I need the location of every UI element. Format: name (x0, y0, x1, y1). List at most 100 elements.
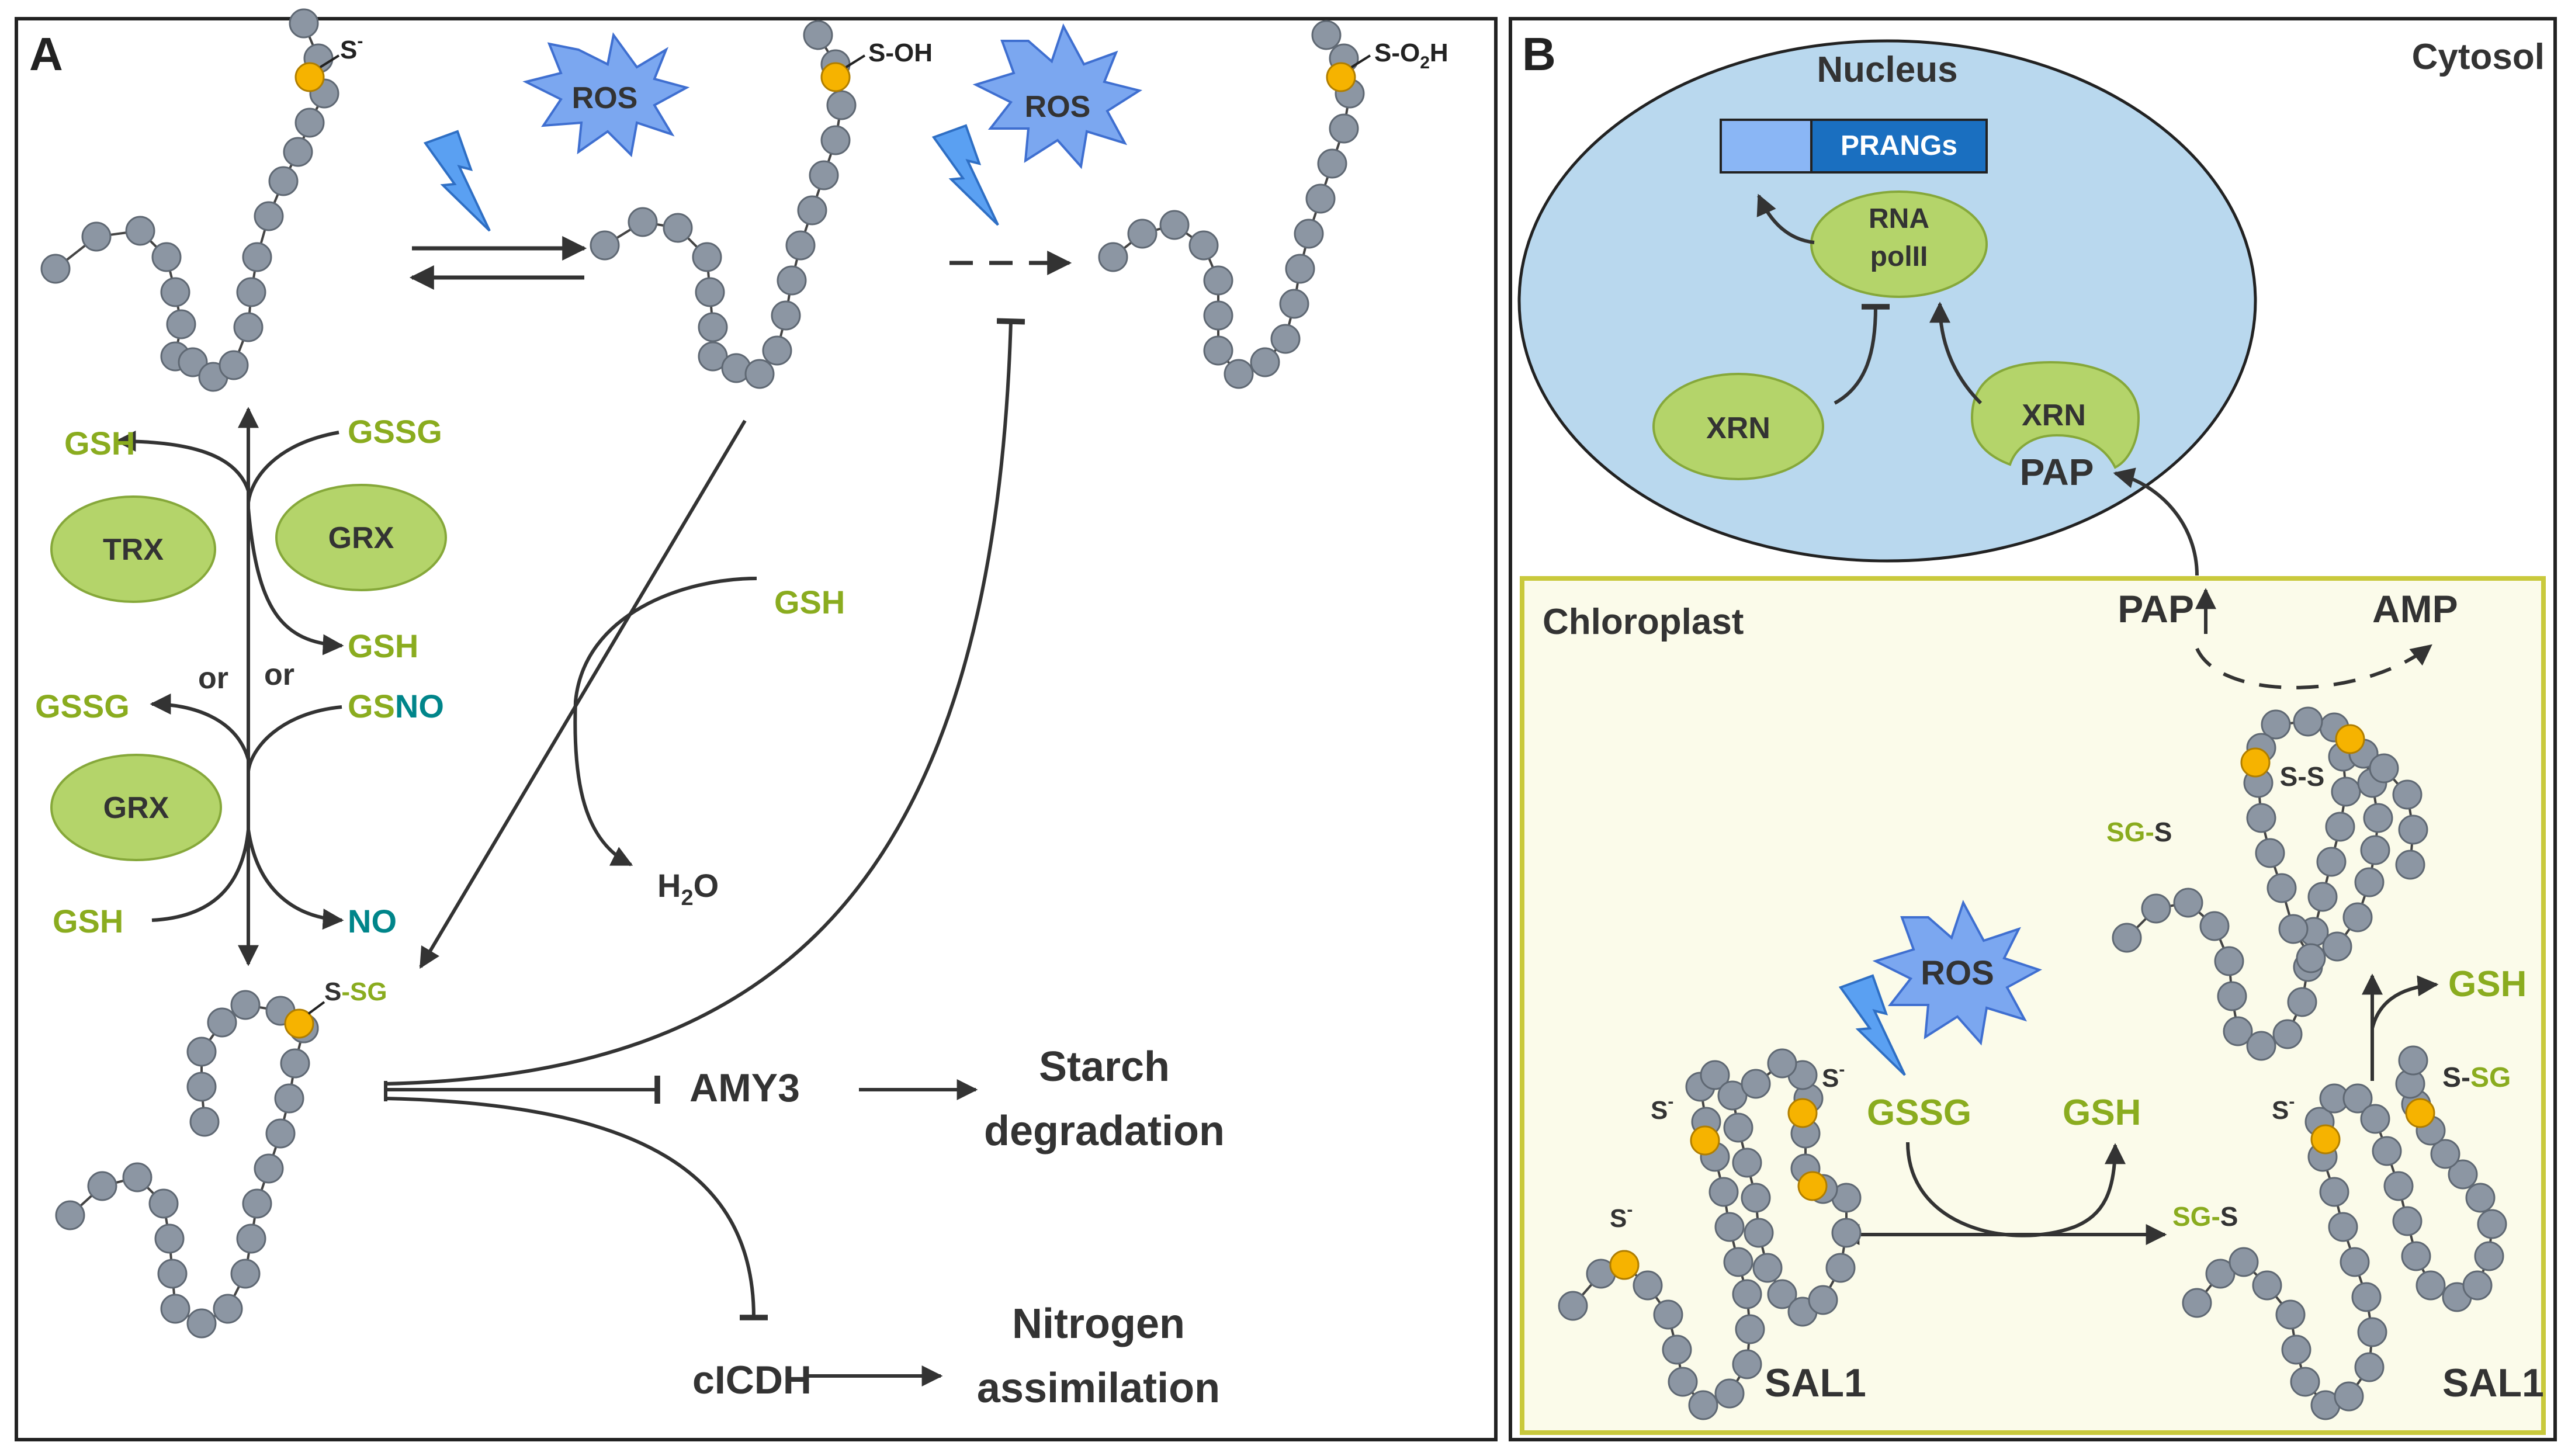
amy3-label: AMY3 (689, 1066, 800, 1110)
cysteine-residue (1326, 62, 1356, 92)
panel-a-letter: A (29, 28, 63, 80)
sulfinic-label: S-O2H (1374, 39, 1448, 72)
amino-acid-bead (1735, 1314, 1765, 1344)
cysteine-residue (820, 62, 851, 92)
water-label: H2O (657, 867, 719, 910)
sg-s-label: SG-S (2172, 1201, 2238, 1232)
cysteine-residue (1609, 1250, 1640, 1280)
pap-nucleus-label: PAP (2020, 451, 2094, 493)
amino-acid-bead (148, 1188, 179, 1219)
pap-label: PAP (2118, 587, 2194, 630)
amino-acid-bead (2319, 1177, 2349, 1207)
amino-acid-bead (1808, 1285, 1838, 1315)
amino-acid-bead (590, 230, 620, 261)
svg-text:ROS: ROS (1921, 954, 1994, 992)
amino-acid-bead (178, 347, 208, 377)
amino-acid-bead (2287, 987, 2317, 1017)
amino-acid-bead (2281, 1334, 2311, 1365)
gssg-label: GSSG (1867, 1093, 1971, 1133)
amino-acid-bead (2255, 838, 2285, 868)
amino-acid-bead (628, 207, 658, 237)
transcription-arrow (1756, 193, 1815, 244)
amino-acid-bead (166, 309, 196, 339)
amino-acid-bead (2415, 1270, 2446, 1301)
amino-acid-bead (289, 8, 319, 39)
amino-acid-bead (2392, 1206, 2423, 1236)
amino-acid-bead (2360, 835, 2390, 865)
starch-label: Starch (1039, 1044, 1170, 1090)
amino-acid-bead (2229, 1247, 2259, 1277)
cicdh-label: cICDH (692, 1358, 812, 1402)
amino-acid-bead (2357, 1317, 2387, 1347)
amino-acid-bead (254, 201, 284, 231)
ros-burst-1: ROS (522, 32, 690, 158)
amino-acid-bead (268, 166, 299, 196)
svg-text:ROS: ROS (1025, 90, 1091, 124)
amino-acid-bead (2342, 1083, 2373, 1114)
xrn-free (1652, 373, 1824, 480)
amino-acid-bead (1127, 219, 1157, 249)
amino-acid-bead (1688, 1390, 1718, 1420)
gsh-label: GSH (64, 425, 135, 462)
amino-acid-bead (803, 20, 833, 50)
sg-s-label: SG-S (2106, 817, 2172, 847)
amino-acid-bead (242, 1188, 272, 1219)
amino-acid-bead (2354, 867, 2385, 897)
amino-acid-bead (2267, 873, 2297, 903)
gsno-label: GSNO (348, 688, 444, 724)
amino-acid-bead (2340, 1247, 2370, 1277)
gsh-release-arrow (2371, 975, 2439, 1029)
amino-acid-bead (2398, 814, 2428, 845)
amino-acid-bead (1203, 300, 1233, 331)
amino-acid-bead (274, 1083, 304, 1114)
amino-acid-bead (777, 265, 807, 296)
amino-acid-bead (744, 359, 775, 389)
protein-beads (2112, 706, 2393, 1061)
amino-acid-bead (2360, 1104, 2390, 1134)
svg-text:polII: polII (1870, 241, 1928, 272)
amino-acid-bead (1717, 1080, 1748, 1111)
amino-acid-bead (663, 213, 693, 243)
amino-acid-bead (2272, 1019, 2303, 1049)
amino-acid-bead (40, 254, 71, 284)
amino-acid-bead (1294, 219, 1324, 249)
amino-acid-bead (2246, 803, 2276, 833)
cysteine-residue (1690, 1125, 1720, 1156)
amino-acid-bead (1098, 242, 1128, 272)
amino-acid-bead (1723, 1247, 1753, 1277)
pap-export-arrow (2113, 467, 2199, 576)
amino-acid-bead (81, 221, 112, 252)
amino-acid-bead (1714, 1378, 1745, 1409)
amino-acid-bead (186, 1036, 217, 1067)
xrn-pap-complex (1970, 360, 2140, 469)
amino-acid-bead (254, 1153, 284, 1184)
prangs-label: PRANGs (1841, 130, 1957, 161)
amino-acid-bead (2290, 1367, 2320, 1397)
prangs-gene-promoter (1720, 119, 1812, 174)
amino-acid-bead (1741, 1069, 1771, 1099)
amino-acid-bead (2395, 850, 2425, 880)
thiolate-label: S- (1651, 1092, 1673, 1125)
amino-acid-bead (122, 1162, 153, 1192)
amino-acid-bead (87, 1171, 117, 1201)
svg-text:TRX: TRX (103, 533, 164, 567)
amino-acid-bead (2217, 981, 2247, 1011)
sal1-reduced-protein: S- S- S- SAL1 (1558, 1048, 1866, 1420)
amino-acid-bead (698, 312, 728, 342)
svg-text:XRN: XRN (1706, 411, 1770, 445)
degradation-label: degradation (984, 1108, 1225, 1155)
amino-acid-bead (2363, 803, 2393, 833)
nitrogen-label: Nitrogen (1012, 1301, 1185, 1347)
sulfenic-protein: S-OH (590, 20, 933, 389)
svg-text:ROS: ROS (572, 81, 638, 115)
amino-acid-bead (125, 216, 155, 246)
gsh-label: GSH (348, 628, 418, 664)
protein-beads (55, 1013, 319, 1339)
nucleus-label: Nucleus (1817, 50, 1957, 90)
svg-text:XRN: XRN (2022, 398, 2086, 432)
amino-acid-bead (1723, 1112, 1753, 1143)
amino-acid-bead (280, 1048, 310, 1079)
cysteine-residue (2335, 724, 2365, 754)
amino-acid-bead (2328, 1212, 2358, 1242)
amino-acid-bead (1700, 1060, 1730, 1090)
